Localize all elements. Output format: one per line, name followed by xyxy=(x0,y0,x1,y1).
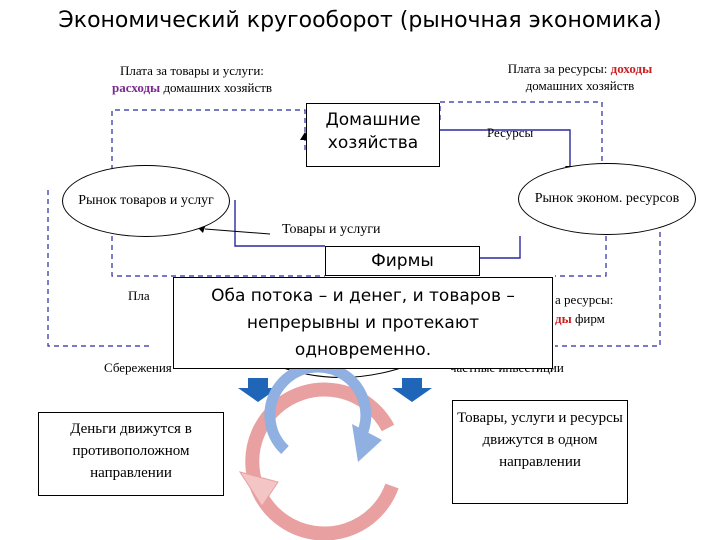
savings-line xyxy=(47,190,150,347)
households-to-goods-money-line xyxy=(111,109,306,178)
firms-expenses-label: Пла xyxy=(128,288,150,303)
resource-to-firms-line xyxy=(480,236,521,259)
households-box: Домашние хозяйства xyxy=(306,103,440,167)
goods-to-firms-money-line xyxy=(111,236,325,277)
firms-box: Фирмы xyxy=(325,246,480,276)
outer-ring xyxy=(245,382,399,540)
savings-label: Сбережения xyxy=(104,360,172,375)
household-expenses-label: Плата за товары и услуги: расходы домашн… xyxy=(112,63,273,95)
outer-ring-arrowhead xyxy=(238,471,279,507)
goods-flow-lines xyxy=(234,129,571,259)
big-arrows xyxy=(238,378,432,402)
resource-market-ellipse: Рынок эконом. ресурсов xyxy=(518,163,696,235)
firms-to-resource-money-line xyxy=(555,236,607,277)
right-down-arrow xyxy=(392,378,432,402)
callout-box: Оба потока – и денег, и товаров – непрер… xyxy=(173,277,553,369)
firms-income-label: а ресурсы: ды фирм xyxy=(555,292,614,326)
goods-direction-note: Товары, услуги и ресурсы движутся в одно… xyxy=(452,400,628,504)
resources-label: Ресурсы xyxy=(487,125,534,140)
resources-line xyxy=(440,129,571,166)
page-title: Экономический кругооборот (рыночная экон… xyxy=(58,8,662,33)
goods-services-label: Товары и услуги xyxy=(282,222,381,237)
household-income-label: Плата за ресурсы: доходы домашних хозяйс… xyxy=(507,61,653,93)
resource-to-households-money-line xyxy=(439,101,603,168)
goods-market-ellipse: Рынок товаров и услуг xyxy=(62,165,230,237)
goods-label-line xyxy=(204,228,271,235)
left-down-arrow xyxy=(238,378,278,402)
goods-services-line xyxy=(234,200,325,247)
inner-ring-arrowhead xyxy=(352,424,382,462)
money-direction-note: Деньги движутся в противоположном направ… xyxy=(38,412,224,496)
